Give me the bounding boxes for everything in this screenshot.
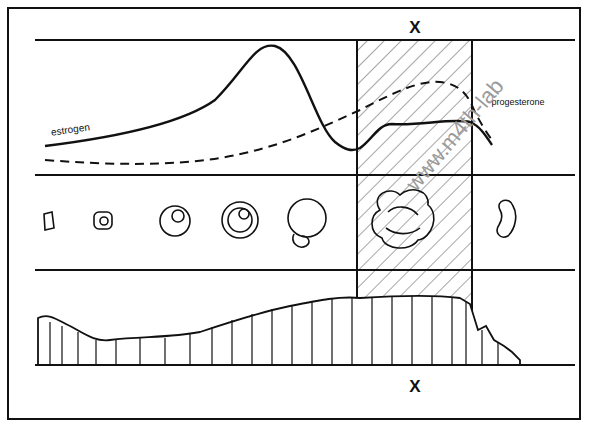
region-marker: X bbox=[409, 378, 420, 395]
region-marker: X bbox=[409, 19, 420, 36]
hormone-label: estrogen bbox=[48, 122, 92, 138]
